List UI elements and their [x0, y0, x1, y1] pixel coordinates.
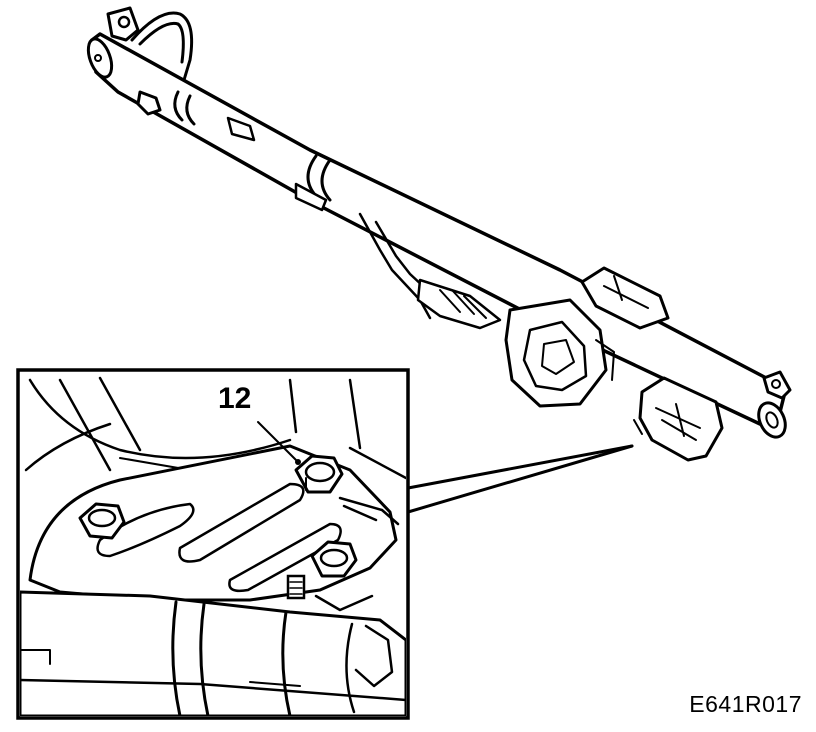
panel-slot [228, 522, 342, 593]
callout-leader [257, 421, 299, 463]
stud [286, 574, 306, 600]
inset-beam-tube [20, 590, 406, 716]
nut [310, 540, 358, 578]
right-end-bracket [762, 370, 792, 400]
detail-inset [16, 368, 410, 720]
cross-car-beam [86, 6, 792, 462]
bracket-bolt-hole [117, 15, 131, 29]
nut [78, 502, 126, 540]
zoom-leader-lines [406, 444, 634, 514]
nut-12 [294, 454, 344, 494]
beam-end-right [757, 401, 787, 439]
figure-reference-code: E641R017 [689, 691, 802, 717]
panel-slot [178, 482, 305, 563]
beam-tube [90, 32, 786, 426]
callout-label-12: 12 [218, 382, 252, 415]
callout-dot [295, 459, 301, 465]
upper-right-bracket [580, 266, 670, 330]
panel-slot [96, 502, 195, 558]
center-support-bracket [416, 278, 502, 330]
left-end-bracket [106, 6, 140, 42]
beam-tab [226, 116, 256, 142]
upper-loop-brace [130, 11, 194, 82]
lower-left-lug [136, 90, 162, 116]
